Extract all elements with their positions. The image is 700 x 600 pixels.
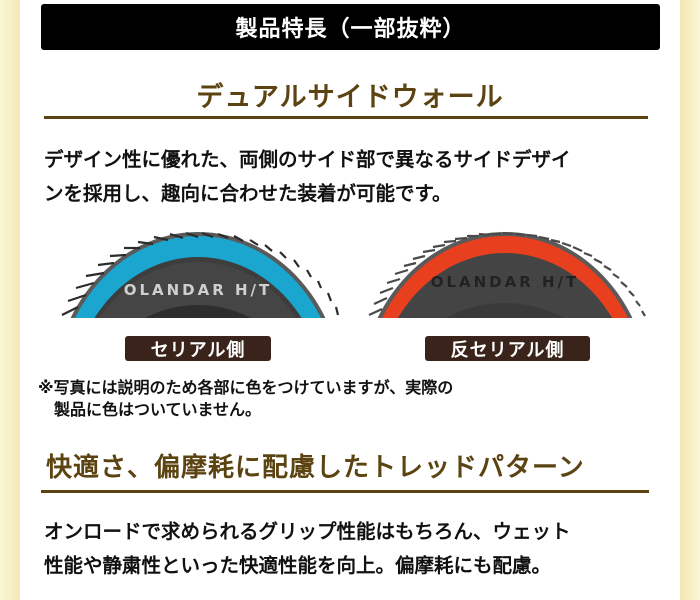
opposite-side-label: 反セリアル側 <box>450 339 565 361</box>
dual-sidewall-description: デザイン性に優れた、両側のサイド部で異なるサイドデザイ ンを採用し、趣向に合わせ… <box>44 143 664 211</box>
page-title: 製品特長（一部抜粋） <box>235 17 466 42</box>
serial-side-label: セリアル側 <box>150 339 246 361</box>
svg-text:OLANDAR H/T: OLANDAR H/T <box>431 273 580 291</box>
text-line: ンを採用し、趣向に合わせた装着が可能です。 <box>44 182 452 205</box>
photo-coloring-note: ※写真には説明のため各部に色をつけていますが、実際の 製品に色はついていません。 <box>38 377 598 421</box>
tread-pattern-description: オンロードで求められるグリップ性能はもちろん、ウェット 性能や静粛性といった快適… <box>44 515 664 583</box>
serial-side-badge: セリアル側 <box>125 336 271 361</box>
note-line: ※写真には説明のため各部に色をつけていますが、実際の <box>38 378 454 397</box>
text-line: オンロードで求められるグリップ性能はもちろん、ウェット <box>44 520 571 543</box>
section-heading-tread-pattern: 快適さ、偏摩耗に配慮したトレッドパターン <box>46 453 585 483</box>
section-divider <box>44 116 648 119</box>
text-line: 性能や静粛性といった快適性能を向上。偏摩耗にも配慮。 <box>44 554 552 577</box>
note-line: 製品に色はついていません。 <box>54 400 262 419</box>
section-divider <box>41 490 649 493</box>
page-title-bar: 製品特長（一部抜粋） <box>41 4 660 50</box>
section-heading-dual-sidewall: デュアルサイドウォール <box>196 82 504 113</box>
tire-image-opposite-side: OLANDAR H/T <box>355 225 655 318</box>
opposite-side-badge: 反セリアル側 <box>425 336 590 361</box>
text-line: デザイン性に優れた、両側のサイド部で異なるサイドデザイ <box>44 148 571 171</box>
right-border-decoration <box>680 0 700 600</box>
tire-image-serial-side: OLANDAR H/T <box>48 225 348 318</box>
svg-text:OLANDAR H/T: OLANDAR H/T <box>124 281 273 299</box>
left-border-decoration <box>0 0 20 600</box>
